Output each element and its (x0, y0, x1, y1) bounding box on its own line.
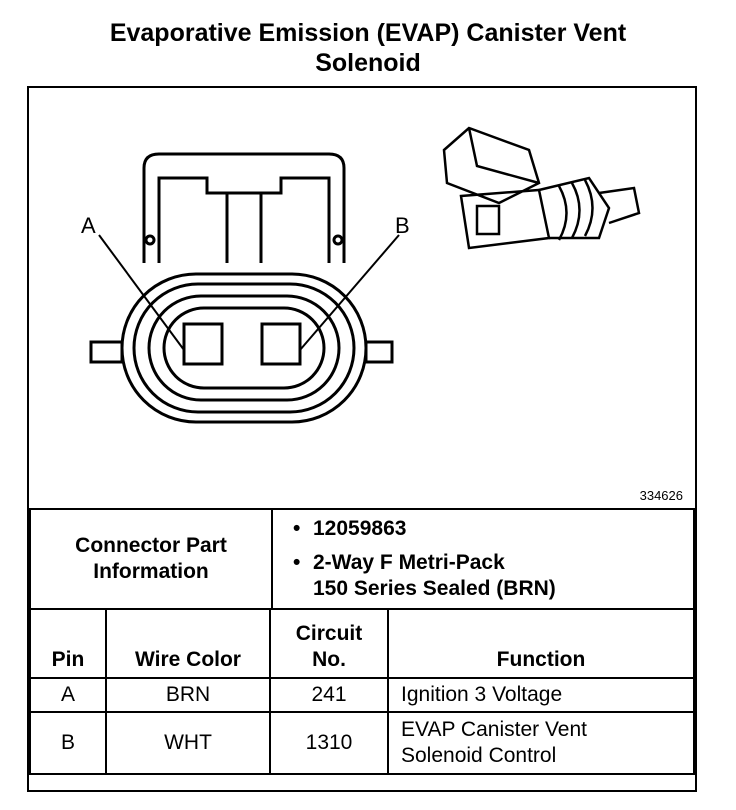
pin-cell: B (29, 711, 107, 775)
table-row: A BRN 241 Ignition 3 Voltage (29, 677, 695, 713)
header-circuit: Circuit No. (269, 608, 389, 679)
bullet-icon: • (293, 517, 301, 540)
title-line-1: Evaporative Emission (EVAP) Canister Ven… (109, 19, 627, 47)
page-title: Evaporative Emission (EVAP) Canister Ven… (0, 18, 736, 78)
wire-color-cell: WHT (105, 711, 271, 775)
pin-label-a: A (81, 213, 96, 238)
connector-diagram: A B (81, 126, 641, 424)
header-function: Function (387, 608, 695, 679)
table-row: B WHT 1310 EVAP Canister Vent Solenoid C… (29, 711, 695, 775)
connector-face-drawing (89, 152, 400, 424)
part-number: • 12059863 (293, 517, 407, 540)
wire-color-cell: BRN (105, 677, 271, 713)
pin-cell: A (29, 677, 107, 713)
connector-part-info-values: • 12059863 • 2-Way F Metri-Pack 150 Seri… (271, 508, 695, 610)
pin-table: Pin Wire Color Circuit No. Function A BR… (29, 608, 695, 775)
pin-label-b: B (395, 213, 410, 238)
circuit-cell: 1310 (269, 711, 389, 775)
circuit-cell: 241 (269, 677, 389, 713)
header-wire-color: Wire Color (105, 608, 271, 679)
connector-part-info-label: Connector Part Information (29, 508, 273, 610)
connector-part-info-table: Connector Part Information • 12059863 • … (29, 508, 695, 610)
title-line-2: Solenoid (315, 49, 421, 77)
function-cell: Ignition 3 Voltage (387, 677, 695, 713)
connector-description-line-2: 150 Series Sealed (BRN) (313, 577, 556, 600)
bullet-icon: • (293, 551, 301, 574)
connector-frame: A B 334626 Connector Part Information • … (27, 86, 697, 792)
connector-perspective-drawing (442, 126, 641, 250)
connector-description: • 2-Way F Metri-Pack (293, 551, 505, 574)
function-cell: EVAP Canister Vent Solenoid Control (387, 711, 695, 775)
table-header-row: Pin Wire Color Circuit No. Function (29, 608, 695, 679)
figure-number: 334626 (639, 488, 683, 503)
header-pin: Pin (29, 608, 107, 679)
